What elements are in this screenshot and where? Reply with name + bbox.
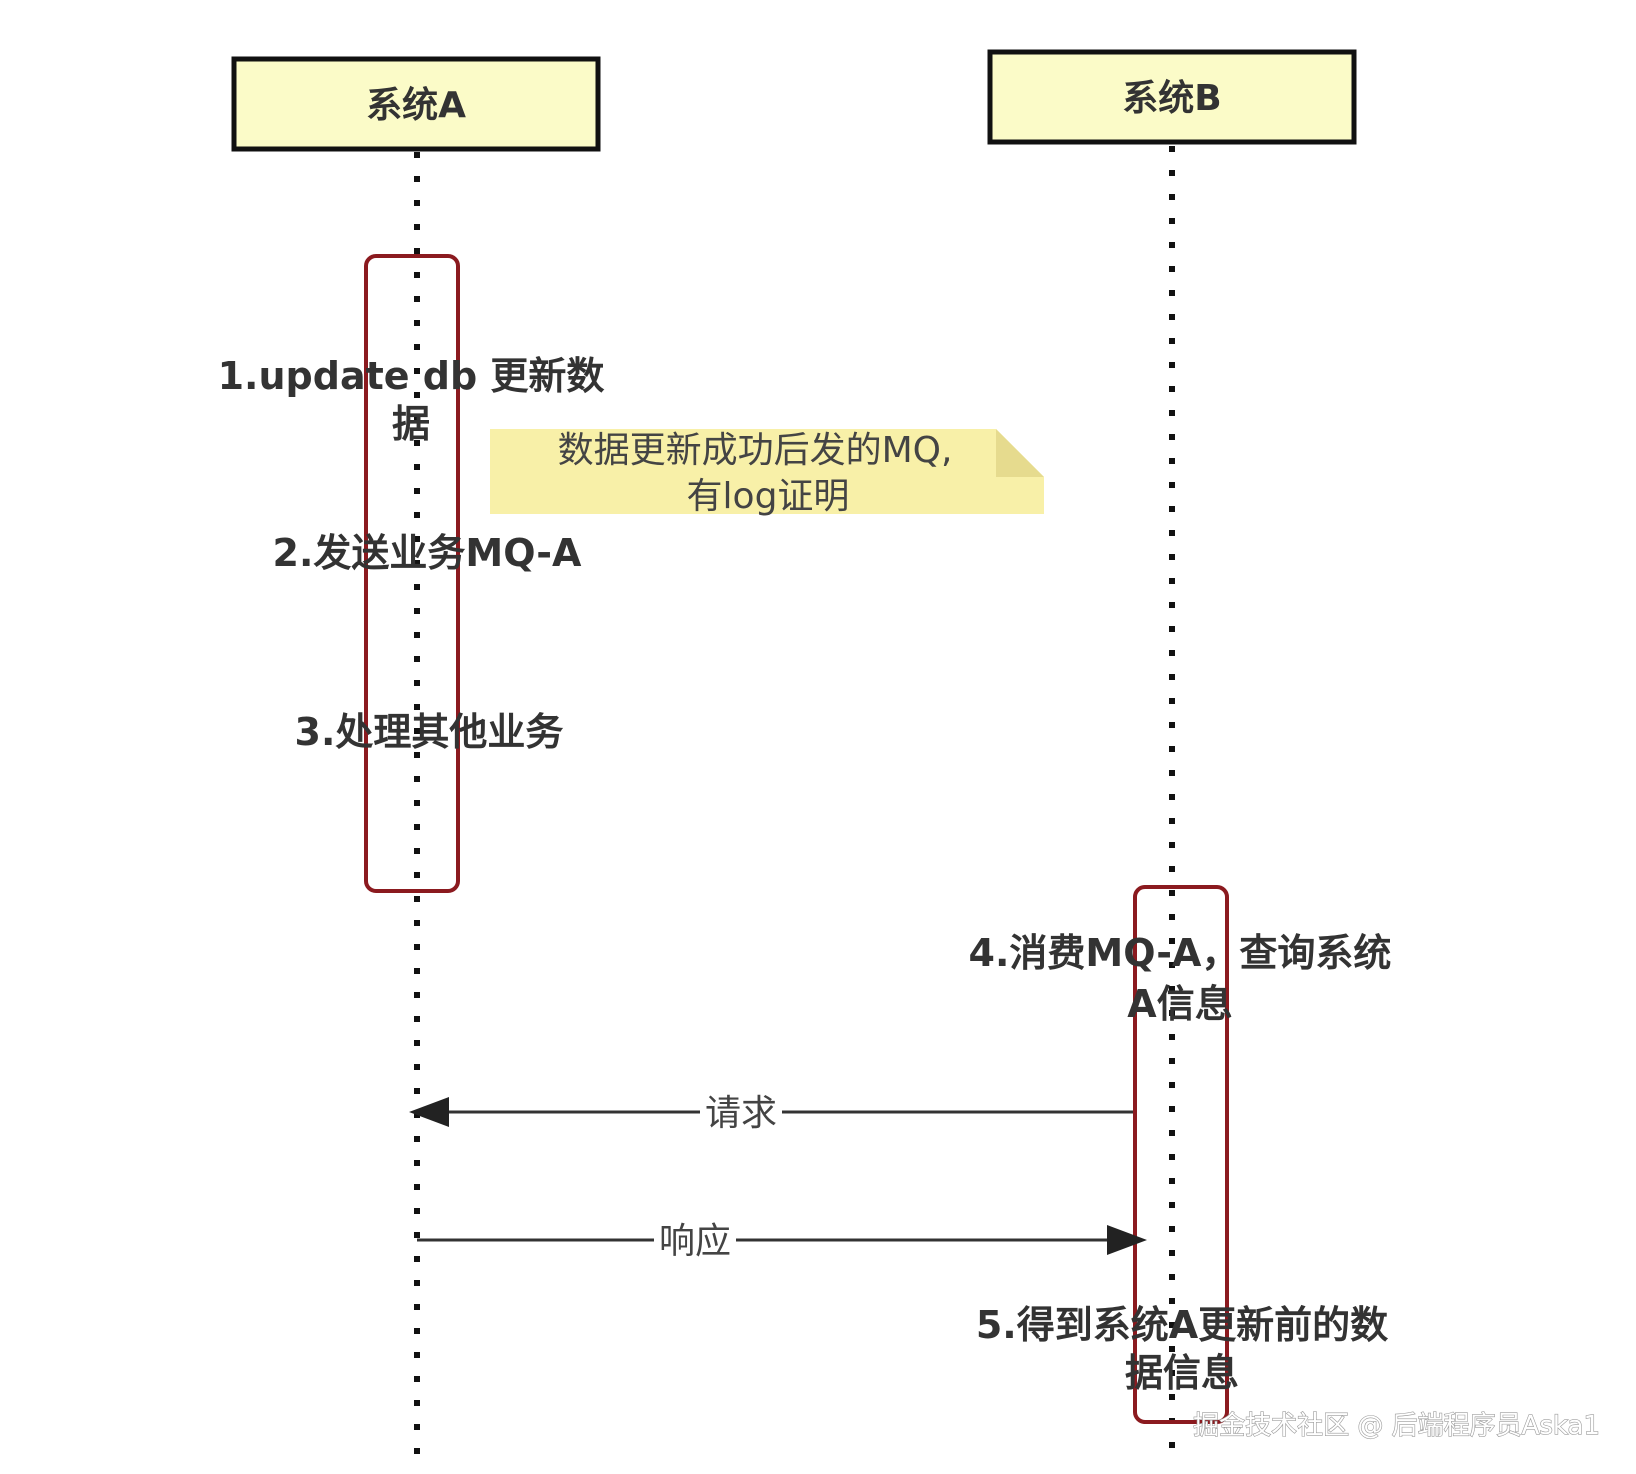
note-text-line-1: 数据更新成功后发的MQ, xyxy=(558,430,953,471)
message-request: 请求 xyxy=(409,1090,1133,1134)
note: 数据更新成功后发的MQ, 有log证明 xyxy=(490,429,1044,517)
participant-system-a: 系统A xyxy=(231,56,601,152)
activation-bar-system-a xyxy=(364,254,460,893)
note-body xyxy=(490,429,1044,514)
participant-box-system-a xyxy=(231,56,601,152)
step-5-label-line-2: 据信息 xyxy=(1125,1351,1239,1395)
message-response-label: 响应 xyxy=(659,1221,731,1262)
message-request-label: 请求 xyxy=(705,1093,777,1134)
activation-bar-system-b xyxy=(1133,885,1229,1424)
message-response-arrowhead xyxy=(1107,1225,1147,1255)
message-request-arrowhead xyxy=(409,1097,449,1127)
note-text-line-2: 有log证明 xyxy=(687,476,850,517)
message-response-label-bg xyxy=(654,1218,736,1262)
message-response: 响应 xyxy=(417,1218,1147,1262)
step-4-label-line-2: A信息 xyxy=(1127,982,1232,1026)
participant-system-b: 系统B xyxy=(987,49,1357,145)
step-2-label: 2.发送业务MQ-A xyxy=(273,531,582,575)
participant-label-system-a: 系统A xyxy=(366,85,466,126)
step-1-label-line-2: 据 xyxy=(392,402,430,446)
participant-label-system-b: 系统B xyxy=(1122,78,1221,119)
note-fold-corner xyxy=(996,429,1044,477)
step-5-label-line-1: 5.得到系统A更新前的数 xyxy=(976,1303,1388,1347)
participant-box-system-b xyxy=(987,49,1357,145)
watermark: 掘金技术社区 @ 后端程序员Aska1 xyxy=(1193,1411,1600,1441)
step-3-label: 3.处理其他业务 xyxy=(295,710,564,754)
message-request-label-bg xyxy=(700,1090,782,1134)
step-4-label-line-1: 4.消费MQ-A，查询系统 xyxy=(969,931,1392,975)
step-1-label-line-1: 1.update db 更新数 xyxy=(218,354,605,398)
